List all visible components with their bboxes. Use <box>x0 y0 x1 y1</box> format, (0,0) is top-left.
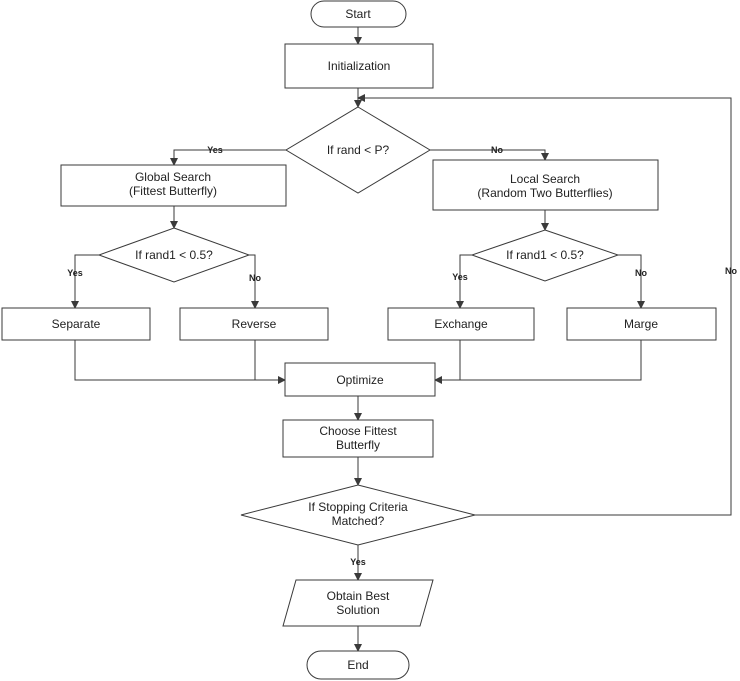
decision-right-rand1-label: If rand1 < 0.5? <box>506 248 584 262</box>
edge-right-yes-exchange <box>456 254 472 309</box>
edge-label-yes-left: Yes <box>67 268 83 278</box>
node-optimize-label: Optimize <box>336 373 384 387</box>
node-initialization: Initialization <box>284 43 434 89</box>
edge-right-no-marge <box>618 254 645 309</box>
decision-stopping-criteria: If Stopping Criteria Matched? <box>240 484 476 546</box>
edge-separate-optimize <box>74 340 286 384</box>
node-start: Start <box>310 0 407 28</box>
node-end-label: End <box>347 658 368 672</box>
node-start-label: Start <box>345 7 371 21</box>
node-choose-fittest-line2: Butterfly <box>336 438 380 452</box>
node-separate-label: Separate <box>52 317 101 331</box>
node-reverse: Reverse <box>179 307 329 341</box>
edge-left-yes-separate <box>71 254 99 309</box>
node-choose-fittest-line1: Choose Fittest <box>319 424 397 438</box>
node-global-search: Global Search (Fittest Butterfly) <box>60 164 287 207</box>
edge-label-yes-stop: Yes <box>350 557 366 567</box>
node-marge-label: Marge <box>624 317 658 331</box>
node-local-search-subtitle: (Random Two Butterflies) <box>477 186 612 200</box>
edge-label-no-left: No <box>249 273 261 283</box>
edge-labels: Yes No Yes No Yes No No Yes <box>67 145 737 567</box>
node-initialization-label: Initialization <box>328 59 391 73</box>
node-global-search-title: Global Search <box>135 170 211 184</box>
edges <box>71 27 732 652</box>
node-marge: Marge <box>566 307 717 341</box>
edge-decision-local <box>430 149 549 161</box>
node-exchange-label: Exchange <box>434 317 488 331</box>
decision-left-rand1: If rand1 < 0.5? <box>97 227 251 283</box>
edge-left-no-reverse <box>249 254 259 309</box>
decision-right-rand1: If rand1 < 0.5? <box>470 229 620 282</box>
node-obtain-best-solution: Obtain Best Solution <box>282 579 434 627</box>
node-end: End <box>306 650 410 680</box>
node-obtain-best-solution-line1: Obtain Best <box>327 589 390 603</box>
node-separate: Separate <box>1 307 151 341</box>
edge-label-yes-right: Yes <box>452 272 468 282</box>
node-global-search-subtitle: (Fittest Butterfly) <box>129 184 217 198</box>
edge-label-no-right: No <box>635 268 647 278</box>
decision-left-rand1-label: If rand1 < 0.5? <box>135 248 213 262</box>
node-choose-fittest: Choose Fittest Butterfly <box>282 419 434 458</box>
edge-marge-optimize <box>434 340 642 384</box>
decision-rand-p: If rand < P? <box>285 106 431 194</box>
edge-decision-global <box>170 149 286 166</box>
node-obtain-best-solution-line2: Solution <box>336 603 379 617</box>
edge-label-no-local: No <box>491 145 503 155</box>
decision-stopping-criteria-line2: Matched? <box>332 514 385 528</box>
node-exchange: Exchange <box>387 307 535 341</box>
node-local-search: Local Search (Random Two Butterflies) <box>432 159 659 211</box>
node-reverse-label: Reverse <box>232 317 277 331</box>
node-optimize: Optimize <box>284 362 436 397</box>
decision-stopping-criteria-line1: If Stopping Criteria <box>308 500 408 514</box>
decision-rand-p-label: If rand < P? <box>327 143 390 157</box>
edge-label-yes-global: Yes <box>207 145 223 155</box>
edge-label-no-loop: No <box>725 266 737 276</box>
edge-stop-loop-no <box>357 94 732 516</box>
node-local-search-title: Local Search <box>510 172 580 186</box>
